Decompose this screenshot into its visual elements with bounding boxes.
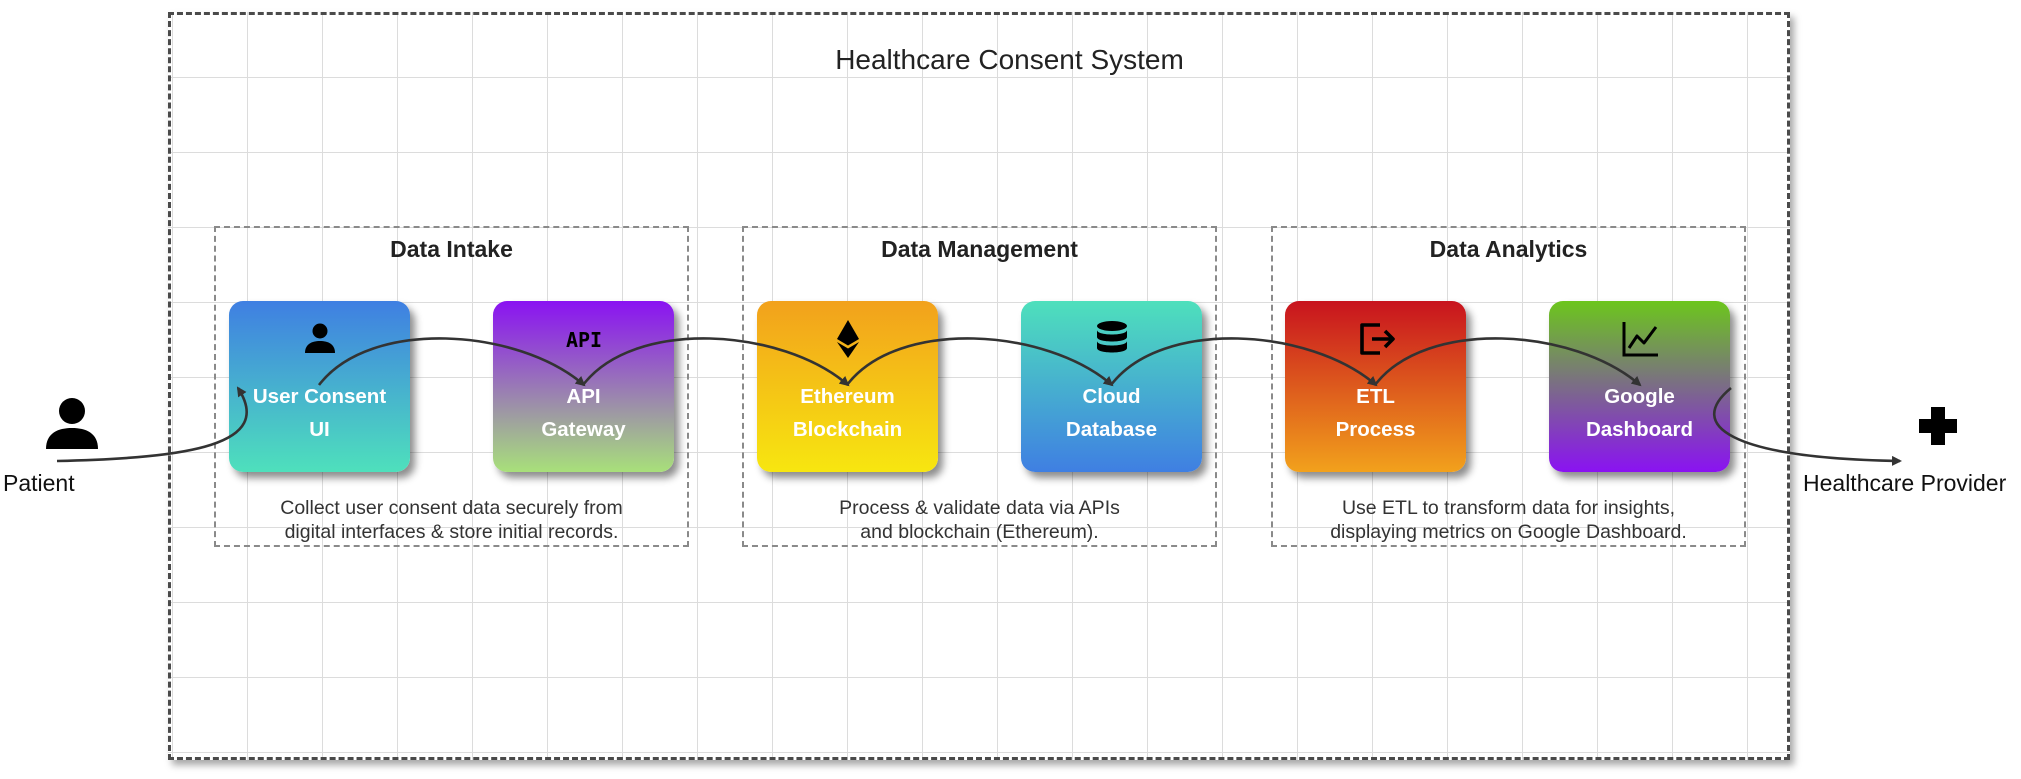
node-cloud-database[interactable]: Cloud Database	[1021, 301, 1202, 472]
edge-cloud-database-to-etl	[1109, 337, 1378, 387]
patient-label: Patient	[3, 470, 75, 496]
edge-ethereum-to-cloud-database	[845, 337, 1114, 387]
node-label: Ethereum Blockchain	[792, 385, 903, 441]
api-icon: API	[565, 328, 601, 352]
user-icon	[304, 323, 335, 353]
group-title: Data Intake	[390, 236, 513, 262]
group-description: Collect user consent data securely from …	[280, 497, 623, 543]
svg-text:API: API	[565, 328, 601, 352]
node-ethereum-blockchain[interactable]: Ethereum Blockchain	[757, 301, 938, 472]
group-data-analytics: Data Analytics Use ETL to transform data…	[1271, 226, 1746, 547]
node-label: ETL Process	[1335, 385, 1416, 441]
group-title: Data Management	[881, 236, 1078, 262]
system-title: Healthcare Consent System	[835, 44, 1184, 75]
export-icon	[1359, 323, 1395, 355]
node-api-gateway[interactable]: API API Gateway	[493, 301, 674, 472]
edge-api-gateway-to-ethereum	[581, 337, 850, 387]
node-label: Google Dashboard	[1585, 385, 1694, 441]
group-data-management: Data Management Process & validate data …	[742, 226, 1217, 547]
edge-etl-to-google-dashboard	[1373, 337, 1642, 387]
node-label: User Consent UI	[252, 385, 387, 441]
database-icon	[1096, 321, 1127, 353]
medical-cross-icon	[1919, 407, 1957, 445]
node-label: Cloud Database	[1065, 385, 1158, 441]
node-etl-process[interactable]: ETL Process	[1285, 301, 1466, 472]
node-user-consent-ui[interactable]: User Consent UI	[229, 301, 410, 472]
patient-icon	[46, 398, 98, 449]
system-boundary	[168, 12, 1790, 760]
edge-dashboard-to-healthcare-provider	[1712, 386, 1902, 466]
ethereum-icon	[836, 320, 859, 358]
edge-patient-to-consent-ui	[56, 386, 248, 463]
group-data-intake: Data Intake Collect user consent data se…	[214, 226, 689, 547]
group-description: Use ETL to transform data for insights, …	[1330, 497, 1687, 543]
chart-icon	[1622, 322, 1658, 357]
group-title: Data Analytics	[1429, 236, 1588, 262]
node-label: API Gateway	[541, 385, 626, 441]
group-description: Process & validate data via APIs and blo…	[839, 497, 1120, 543]
node-google-dashboard[interactable]: Google Dashboard	[1549, 301, 1730, 472]
provider-label: Healthcare Provider	[1803, 470, 2007, 496]
edge-consent-ui-to-api-gateway	[317, 337, 586, 387]
